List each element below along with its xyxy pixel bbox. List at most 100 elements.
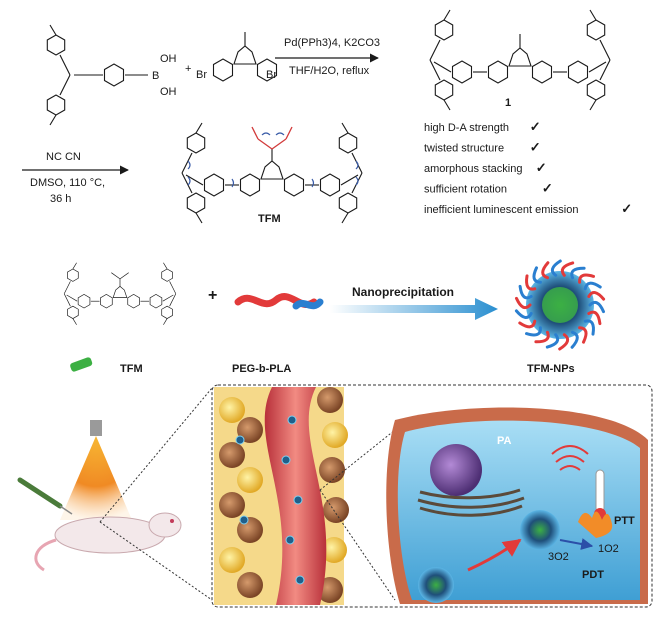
rotation-marker (355, 176, 359, 186)
bond (162, 294, 174, 302)
label-triplet-oxygen: 3O2 (548, 551, 569, 563)
bond (433, 61, 452, 73)
legend-tfm: TFM (120, 363, 143, 375)
phenyl-ring (567, 60, 589, 84)
feature-text: twisted structure (424, 143, 504, 155)
label-pa: PA (497, 435, 512, 447)
bond (429, 39, 441, 61)
bond (59, 54, 71, 76)
hydroxyl-label: OH (160, 86, 177, 98)
polymer-strand (570, 330, 579, 349)
circulating-nanoparticle (239, 515, 249, 525)
blood-vessel (264, 387, 327, 605)
five-membered-ring (260, 160, 284, 180)
label-singlet-oxygen: 1O2 (598, 543, 619, 555)
polymer-strand (545, 333, 560, 349)
mouse-lamp-illustration (17, 420, 182, 572)
cell-zoom-lines (319, 429, 396, 601)
bond (443, 9, 451, 21)
reagent-text: NC CN (46, 151, 81, 163)
reactant-dibromofluorenone: Br Br (196, 32, 278, 82)
polymer-strand (578, 273, 595, 284)
tissue-cell (317, 387, 343, 413)
methoxyphenyl-ring (586, 79, 606, 101)
circulating-nanoparticle (287, 415, 297, 425)
rotation-marker (275, 132, 285, 136)
tissue-cell (322, 422, 348, 448)
polymer-strand (518, 319, 537, 329)
polymer-strand (525, 326, 542, 337)
legend-nps: TFM-NPs (527, 363, 575, 375)
bond (588, 61, 607, 73)
check-icon: ✓ (530, 140, 541, 155)
check-icon: ✓ (530, 119, 541, 134)
mouse-tail (34, 538, 57, 572)
polymer-strand (550, 259, 562, 277)
bond (429, 59, 441, 81)
bond (49, 114, 57, 126)
check-icon: ✓ (621, 201, 632, 216)
legend-polymer: PEG-b-PLA (232, 363, 291, 375)
check-icon: ✓ (536, 160, 547, 175)
methoxyphenyl-ring (67, 268, 79, 282)
bond (185, 174, 204, 186)
reagent-text: 36 h (50, 193, 71, 205)
hydroxyl-label: OH (160, 53, 177, 65)
bond (599, 39, 611, 61)
bond (163, 318, 168, 325)
cell-illustration: PA PTT PDT 3O2 1O2 (386, 407, 648, 604)
bond (49, 24, 57, 36)
tissue-cell (237, 417, 263, 443)
nanoprecipitation-arrow: Nanoprecipitation (330, 285, 498, 320)
check-icon: ✓ (542, 181, 553, 196)
nitrile-bond (285, 126, 293, 140)
tissue-cell (319, 457, 345, 483)
mouse-eye (170, 519, 174, 523)
tfm-label: TFM (258, 213, 281, 225)
syringe (17, 477, 63, 509)
nitrile-bond (251, 126, 259, 140)
bond (195, 122, 203, 134)
boron-label: B (152, 70, 159, 82)
bond (169, 281, 177, 294)
flame-icon (578, 511, 613, 538)
feature-text: sufficient rotation (424, 184, 507, 196)
polymer-strand (525, 274, 537, 291)
fluorene-ring (239, 173, 261, 197)
tissue-cell (219, 442, 245, 468)
methoxyphenyl-ring (586, 19, 606, 41)
mouse-head (148, 512, 182, 538)
zoom-lines (99, 387, 213, 601)
intracellular-nanoparticle (520, 510, 560, 550)
reagent-text: DMSO, 110 °C, (30, 177, 105, 189)
phenyl-ring (149, 293, 163, 309)
fluorenone-ring (531, 60, 553, 84)
rotation-marker (355, 160, 359, 170)
bond (111, 272, 121, 280)
polymer-strand (588, 300, 605, 314)
bond (341, 122, 349, 134)
tfm-small-structure (63, 262, 177, 325)
fluorenone-ring (212, 58, 234, 82)
bromine-label: Br (266, 69, 277, 81)
phenyl-ring (77, 293, 91, 309)
polymer-strand (558, 333, 570, 351)
phenyl-ring (451, 60, 473, 84)
fluorenone-ring (256, 58, 278, 82)
dicyanovinyl-group (257, 138, 287, 150)
syringe-needle (59, 505, 73, 515)
fluorene-ring (127, 293, 140, 309)
polymer-strand (534, 330, 550, 344)
polymer-strand (518, 284, 533, 300)
circulating-nanoparticle (295, 575, 305, 585)
polymer-strand (514, 309, 533, 319)
methoxyphenyl-ring (186, 132, 206, 154)
methoxyphenyl-ring (434, 79, 454, 101)
polymer-strand (583, 281, 602, 291)
polymer-strand (583, 319, 595, 336)
bond (72, 318, 77, 325)
polymer-strand (560, 261, 575, 277)
phenyl-ring (203, 173, 225, 197)
